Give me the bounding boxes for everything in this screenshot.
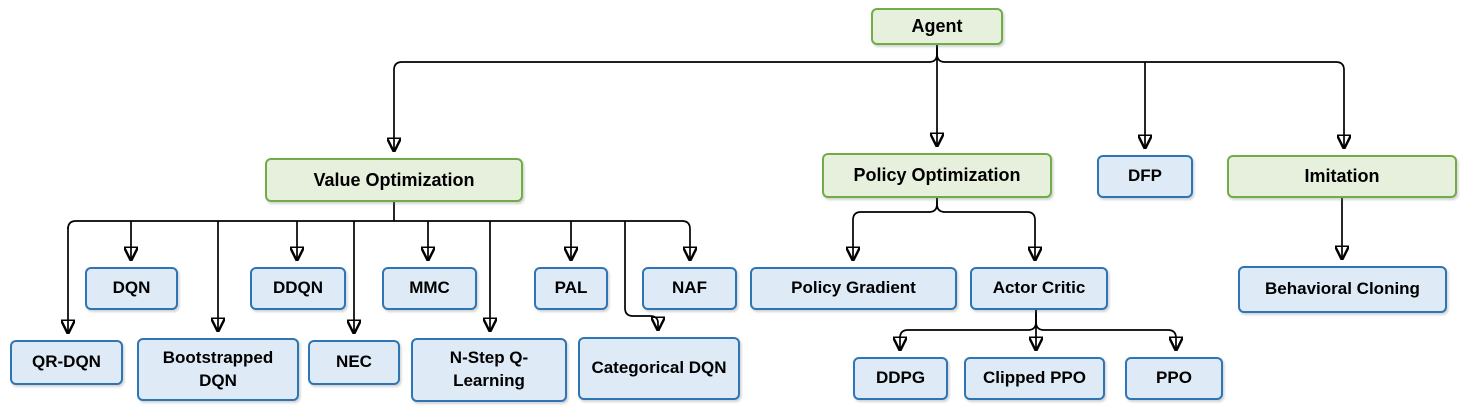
node-mmc: MMC	[382, 267, 477, 310]
node-value-optimization: Value Optimization	[265, 158, 523, 202]
node-dqn: DQN	[85, 267, 178, 310]
node-clipped-ppo: Clipped PPO	[964, 357, 1105, 400]
edge-actor-critic-ppo	[1035, 310, 1176, 349]
edge-actor-critic-ddpg	[900, 310, 1037, 349]
node-ppo: PPO	[1125, 357, 1223, 400]
node-naf: NAF	[642, 267, 737, 310]
node-agent: Agent	[871, 8, 1003, 45]
node-ddpg: DDPG	[853, 357, 948, 400]
node-actor-critic: Actor Critic	[970, 267, 1108, 310]
node-policy-optimization: Policy Optimization	[822, 153, 1052, 198]
edge-agent-imitation	[936, 45, 1344, 147]
node-policy-gradient: Policy Gradient	[750, 267, 957, 310]
node-imitation: Imitation	[1227, 155, 1457, 198]
edge-value-optimization-categorical-dqn	[624, 221, 658, 329]
edge-value-optimization-naf	[67, 220, 690, 259]
node-bootstrapped-dqn: Bootstrapped DQN	[137, 338, 299, 401]
edge-agent-value-optimization	[394, 45, 938, 150]
node-pal: PAL	[534, 267, 608, 310]
node-categorical-dqn: Categorical DQN	[578, 337, 740, 400]
edge-policy-optimization-policy-gradient	[853, 198, 938, 259]
node-dfp: DFP	[1097, 155, 1193, 198]
node-qr-dqn: QR-DQN	[10, 340, 123, 385]
node-nec: NEC	[308, 340, 400, 385]
edge-policy-optimization-actor-critic	[936, 198, 1035, 259]
node-behavioral-cloning: Behavioral Cloning	[1238, 266, 1447, 313]
node-ddqn: DDQN	[250, 267, 346, 310]
node-n-step-q-learning: N-Step Q-Learning	[411, 338, 567, 402]
